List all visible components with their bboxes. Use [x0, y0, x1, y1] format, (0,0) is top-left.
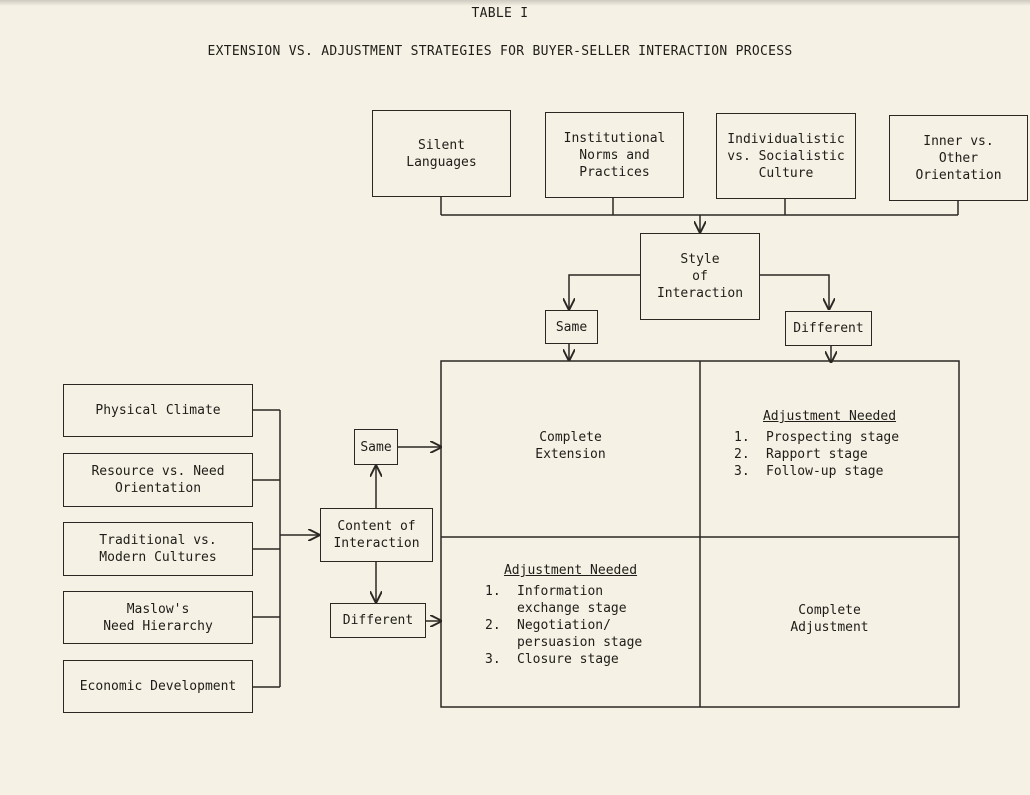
content-factor-resource-vs-need: Resource vs. Need Orientation	[63, 453, 253, 507]
content-different-label: Different	[330, 603, 426, 638]
content-factor-line: Economic Development	[79, 679, 237, 694]
item-number: 2.	[485, 618, 501, 633]
content-factor-line: Modern Cultures	[99, 550, 217, 565]
content-factor-maslow-hierarchy: Maslow's Need Hierarchy	[63, 591, 253, 644]
style-same-branch	[569, 274, 640, 309]
style-different-text: Different	[793, 321, 864, 336]
cell-complete-adjustment: Complete Adjustment	[700, 537, 959, 707]
item-text: Rapport stage	[766, 447, 868, 462]
style-factor-line: Languages	[406, 154, 477, 170]
style-factor-line: Norms and	[579, 147, 650, 163]
style-factor-institutional-norms: Institutional Norms and Practices	[545, 112, 684, 198]
style-factor-individualistic-culture: Individualistic vs. Socialistic Culture	[716, 113, 856, 199]
adjustment-stage-list: 1. Prospecting stage 2. Rapport stage 3. Fo…	[734, 429, 959, 480]
content-node-line: Interaction	[333, 536, 420, 551]
adjustment-stage-item: 1. Prospecting stage	[734, 429, 959, 446]
style-factor-line: vs. Socialistic	[727, 148, 845, 164]
adjustment-stage-list: 1. Information exchange stage 2. Negotiati…	[485, 583, 700, 668]
adjustment-stage-item: 3. Follow-up stage	[734, 463, 959, 480]
cell-adjustment-content-different: Adjustment Needed 1. Information exchange…	[441, 562, 700, 668]
style-node-line: of	[692, 269, 708, 284]
content-factor-line: Maslow's	[126, 601, 190, 617]
style-factor-line: Individualistic	[727, 131, 845, 147]
style-node-line: Interaction	[656, 286, 744, 301]
style-different-label: Different	[785, 311, 872, 346]
cell-line: Extension	[535, 447, 606, 462]
cell-line: Complete	[798, 603, 861, 618]
style-factor-inner-vs-other: Inner vs. Other Orientation	[889, 115, 1028, 201]
item-text: Information exchange stage	[517, 584, 627, 616]
style-same-text: Same	[555, 319, 588, 335]
item-text: Closure stage	[517, 652, 619, 667]
cell-complete-extension: Complete Extension	[441, 361, 700, 537]
item-number: 2.	[734, 447, 750, 462]
item-text: Prospecting stage	[766, 430, 900, 445]
content-factor-physical-climate: Physical Climate	[63, 384, 253, 437]
table-label: TABLE I	[471, 6, 529, 21]
page-title: EXTENSION VS. ADJUSTMENT STRATEGIES FOR …	[207, 44, 793, 59]
style-factor-line: Culture	[758, 165, 814, 181]
content-factor-line: Resource vs. Need	[91, 464, 225, 479]
style-factor-line: Other	[938, 150, 979, 166]
style-same-label: Same	[545, 310, 598, 344]
adjustment-needed-title: Adjustment Needed	[762, 409, 897, 424]
item-number: 3.	[485, 652, 501, 667]
cell-adjustment-style-different: Adjustment Needed 1. Prospecting stage 2.…	[700, 408, 959, 480]
content-factor-line: Traditional vs.	[99, 533, 217, 548]
style-factor-line: Orientation	[915, 167, 1002, 183]
content-factor-traditional-vs-modern: Traditional vs. Modern Cultures	[63, 522, 253, 576]
item-number: 3.	[734, 464, 750, 479]
style-factor-line: Practices	[579, 164, 650, 180]
style-node-line: Style	[680, 252, 720, 267]
style-factor-line: Institutional	[563, 130, 666, 146]
content-factor-line: Need Hierarchy	[103, 618, 213, 634]
adjustment-stage-item: 2. Rapport stage	[734, 446, 959, 463]
content-factor-line: Orientation	[114, 481, 202, 496]
content-same-label: Same	[354, 429, 398, 465]
content-factor-economic-development: Economic Development	[63, 660, 253, 713]
item-text: Follow-up stage	[766, 464, 884, 479]
item-number: 1.	[485, 584, 501, 599]
page-top-shadow	[0, 0, 1030, 6]
item-number: 1.	[734, 430, 750, 445]
content-of-interaction-node: Content of Interaction	[320, 508, 433, 562]
content-same-text: Same	[360, 439, 392, 455]
content-node-line: Content of	[337, 519, 416, 534]
style-factor-line: Silent	[418, 137, 465, 153]
cell-line: Complete	[539, 430, 602, 445]
adjustment-stage-item: 3. Closure stage	[485, 651, 700, 668]
style-of-interaction-node: Style of Interaction	[640, 233, 760, 320]
item-text: Negotiation/ persuasion stage	[517, 618, 643, 650]
cell-line: Adjustment	[790, 620, 869, 635]
adjustment-stage-item: 2. Negotiation/ persuasion stage	[485, 617, 700, 651]
adjustment-stage-item: 1. Information exchange stage	[485, 583, 700, 617]
content-different-text: Different	[342, 613, 414, 628]
adjustment-needed-title: Adjustment Needed	[503, 563, 638, 578]
content-factor-line: Physical Climate	[95, 403, 221, 418]
style-factor-line: Inner vs.	[923, 133, 994, 149]
style-different-branch	[759, 274, 829, 309]
style-factor-silent-languages: Silent Languages	[372, 110, 511, 197]
